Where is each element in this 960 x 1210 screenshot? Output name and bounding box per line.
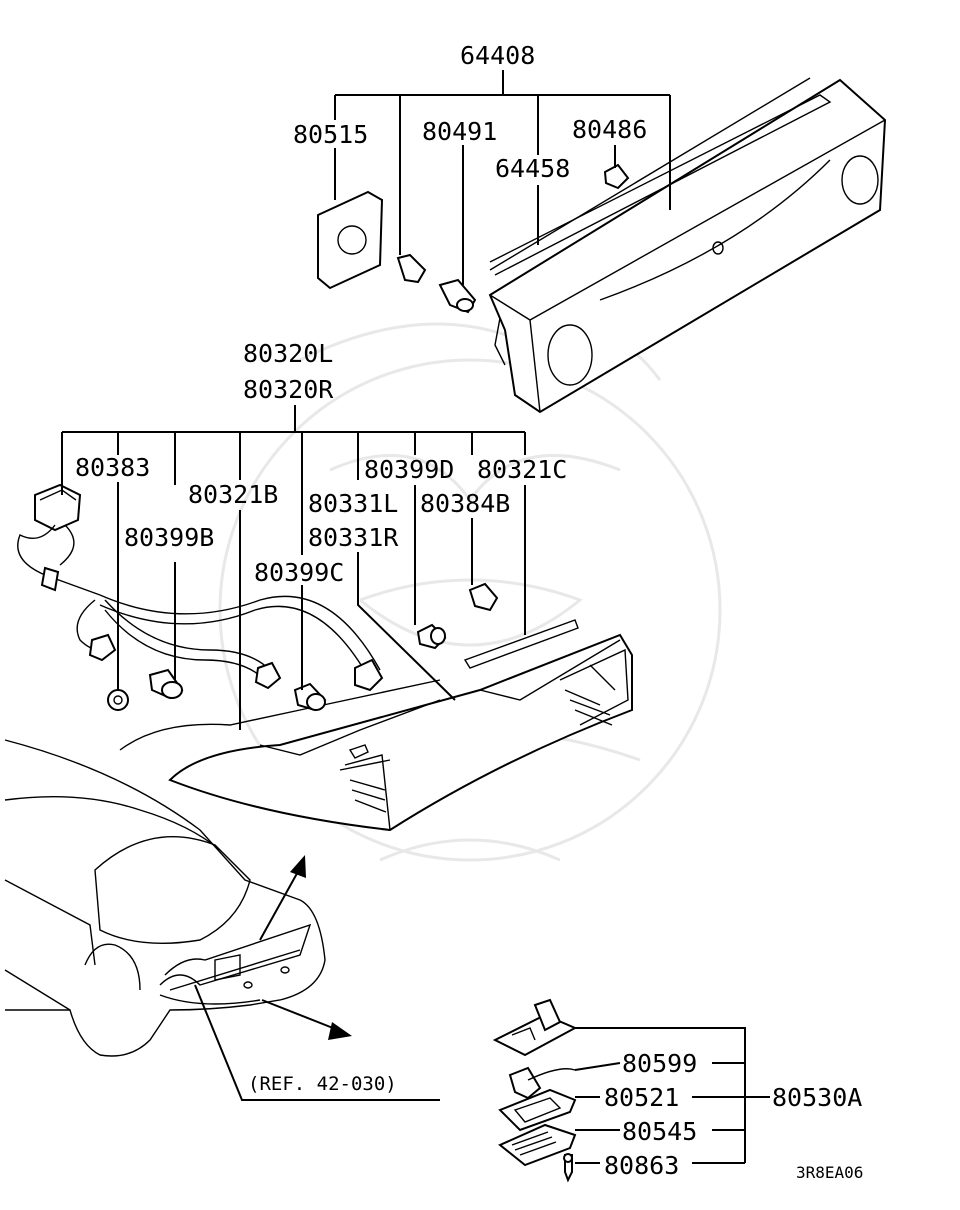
license-lamp-assembly bbox=[492, 998, 578, 1183]
label-80321b: 80321B bbox=[188, 480, 278, 509]
wire-harness bbox=[17, 483, 384, 692]
label-80515: 80515 bbox=[293, 120, 368, 149]
label-80863: 80863 bbox=[604, 1151, 679, 1180]
vehicle-outline bbox=[4, 739, 326, 1057]
label-64408: 64408 bbox=[460, 41, 535, 70]
socket-80383 bbox=[107, 689, 129, 711]
label-80383: 80383 bbox=[75, 453, 150, 482]
label-80399d: 80399D bbox=[364, 455, 454, 484]
label-80399c: 80399C bbox=[254, 558, 344, 587]
bulb-80399c bbox=[293, 682, 327, 712]
direction-arrows bbox=[259, 855, 352, 1040]
socket-80491 bbox=[396, 253, 477, 314]
label-80331l: 80331L bbox=[308, 489, 398, 518]
rear-garnish-panel bbox=[488, 77, 887, 414]
leader-lines-top bbox=[334, 70, 671, 285]
label-80545: 80545 bbox=[622, 1117, 697, 1146]
label-reference: (REF. 42-030) bbox=[248, 1073, 397, 1095]
label-80331r: 80331R bbox=[308, 523, 399, 552]
leader-lines-middle bbox=[61, 405, 526, 730]
label-80320r: 80320R bbox=[243, 375, 334, 404]
socket-80384b bbox=[468, 582, 499, 612]
rear-combination-lamp bbox=[119, 619, 633, 832]
label-80521: 80521 bbox=[604, 1083, 679, 1112]
label-80384b: 80384B bbox=[420, 489, 510, 518]
label-80321c: 80321C bbox=[477, 455, 567, 484]
label-80530a: 80530A bbox=[772, 1083, 862, 1112]
leader-lines-bottom bbox=[574, 1027, 770, 1164]
pad-80515 bbox=[317, 190, 384, 290]
diagram-code: 3R8EA06 bbox=[796, 1163, 863, 1182]
ref-leader bbox=[194, 984, 440, 1101]
bulb-80399d bbox=[416, 623, 447, 650]
label-80599: 80599 bbox=[622, 1049, 697, 1078]
clip-80486 bbox=[603, 163, 630, 190]
label-80399b: 80399B bbox=[124, 523, 214, 552]
bulb-80399b bbox=[148, 668, 184, 700]
label-80486: 80486 bbox=[572, 115, 647, 144]
label-64458: 64458 bbox=[495, 154, 570, 183]
label-80320l: 80320L bbox=[243, 339, 333, 368]
label-80491: 80491 bbox=[422, 117, 497, 146]
